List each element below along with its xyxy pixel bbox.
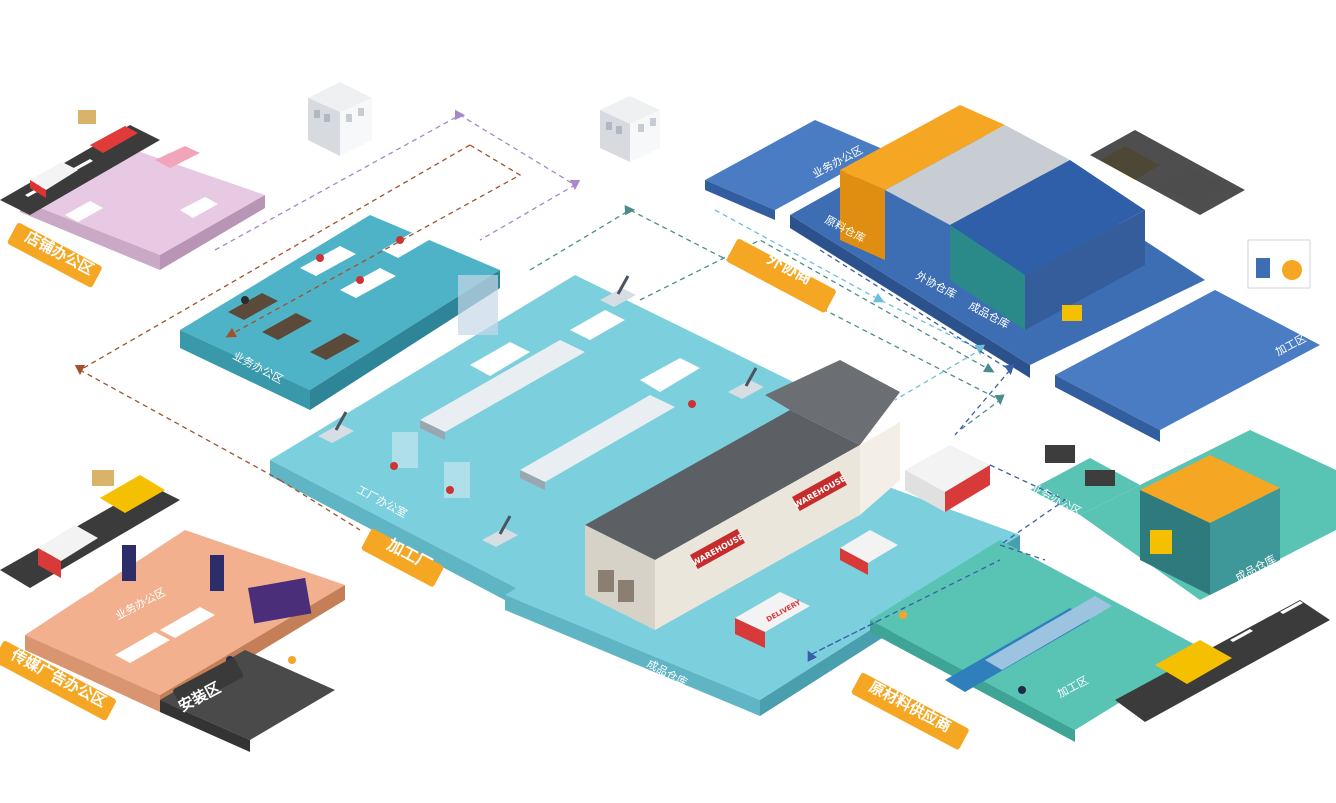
robot-arm-icon: [318, 411, 354, 443]
worker-icon: [396, 236, 404, 244]
business-office-left-zone: [180, 215, 500, 410]
truck-icon: [38, 525, 98, 578]
worker-icon: [356, 276, 364, 284]
truck-icon: [100, 475, 165, 513]
box-icon: [78, 110, 96, 124]
truck-icon: [90, 126, 138, 153]
region-label-outsource: 外协商: [726, 239, 836, 313]
van-icon: [30, 162, 78, 198]
box-icon: [92, 470, 114, 486]
building-icon: [308, 82, 372, 156]
install-area-zone: [160, 650, 335, 752]
store-office-zone: [0, 110, 265, 270]
worker-icon: [241, 296, 249, 304]
truck-icon: DELIVERY: [735, 592, 810, 648]
truck-icon: [905, 445, 990, 512]
robot-arm-icon: [482, 515, 518, 547]
worker-icon: [1018, 686, 1026, 694]
van-icon: [1155, 640, 1232, 684]
building-icon: [600, 96, 660, 162]
raw-supplier-zone: [870, 430, 1336, 742]
worker-icon: [899, 611, 907, 619]
worker-icon: [390, 462, 398, 470]
worker-icon: [446, 486, 454, 494]
worker-icon: [288, 656, 296, 664]
forklift-icon: [1062, 305, 1082, 321]
van-icon: [840, 530, 898, 575]
flow-lines: [74, 109, 1067, 661]
worker-icon: [316, 254, 324, 262]
worker-icon: [688, 400, 696, 408]
